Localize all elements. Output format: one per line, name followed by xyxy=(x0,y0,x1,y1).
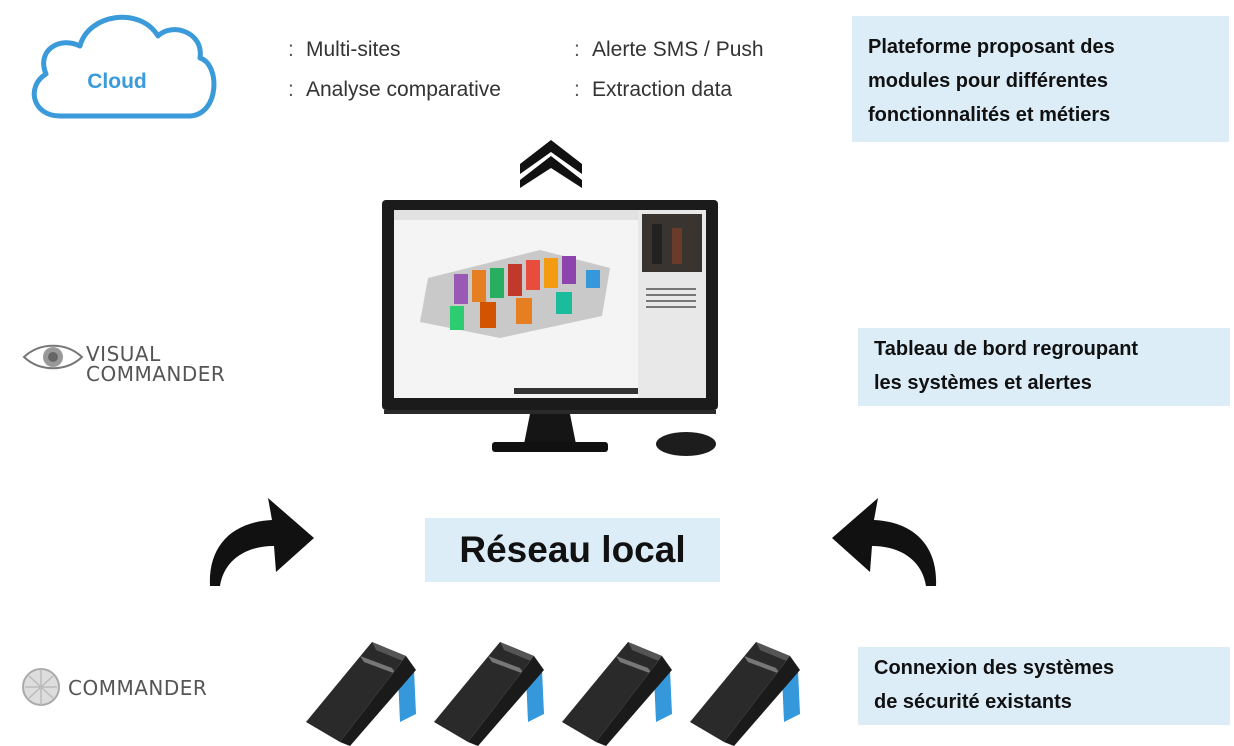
logo-line-commander: COMMANDER xyxy=(86,362,226,386)
platform-callout: Plateforme proposant des modules pour di… xyxy=(852,16,1229,142)
controller-box-icon xyxy=(306,642,416,746)
mouse-icon xyxy=(656,432,716,456)
platform-callout-line: fonctionnalités et métiers xyxy=(868,104,1111,126)
platform-callout-line: Plateforme proposant des xyxy=(868,36,1115,58)
monitor-icon xyxy=(382,200,718,456)
eye-logo-icon xyxy=(22,344,84,370)
connection-callout-line: de sécurité existants xyxy=(874,691,1072,713)
dashboard-callout: Tableau de bord regroupant les systèmes … xyxy=(858,328,1230,406)
controller-box-icon xyxy=(434,642,544,746)
logo-line-visual: VISUAL xyxy=(86,342,161,366)
connection-callout: Connexion des systèmes de sécurité exist… xyxy=(858,647,1230,725)
feature-item-multisites: :Multi-sites xyxy=(288,38,401,61)
dashboard-callout-line: les systèmes et alertes xyxy=(874,372,1092,394)
dashboard-callout-line: Tableau de bord regroupant xyxy=(874,338,1139,360)
controller-boxes xyxy=(306,642,800,746)
feature-item-comparative-analysis: :Analyse comparative xyxy=(288,78,501,101)
feature-item-sms-push: :Alerte SMS / Push xyxy=(574,38,764,61)
cloud-icon xyxy=(31,14,217,119)
platform-callout-line: modules pour différentes xyxy=(868,70,1109,92)
curved-arrow-icon xyxy=(209,498,314,586)
double-chevron-up-icon xyxy=(520,140,582,188)
controller-box-icon xyxy=(562,642,672,746)
curved-arrow-icon xyxy=(832,498,937,586)
local-network-label: Réseau local xyxy=(425,518,720,582)
visual-commander-logo-text: VISUAL COMMANDER xyxy=(86,344,225,384)
cloud-label: Cloud xyxy=(87,70,147,93)
globe-logo-icon xyxy=(22,668,60,706)
feature-item-data-extraction: :Extraction data xyxy=(574,78,733,101)
commander-logo-text: COMMANDER xyxy=(68,676,208,700)
connection-callout-line: Connexion des systèmes xyxy=(874,657,1115,679)
controller-box-icon xyxy=(690,642,800,746)
